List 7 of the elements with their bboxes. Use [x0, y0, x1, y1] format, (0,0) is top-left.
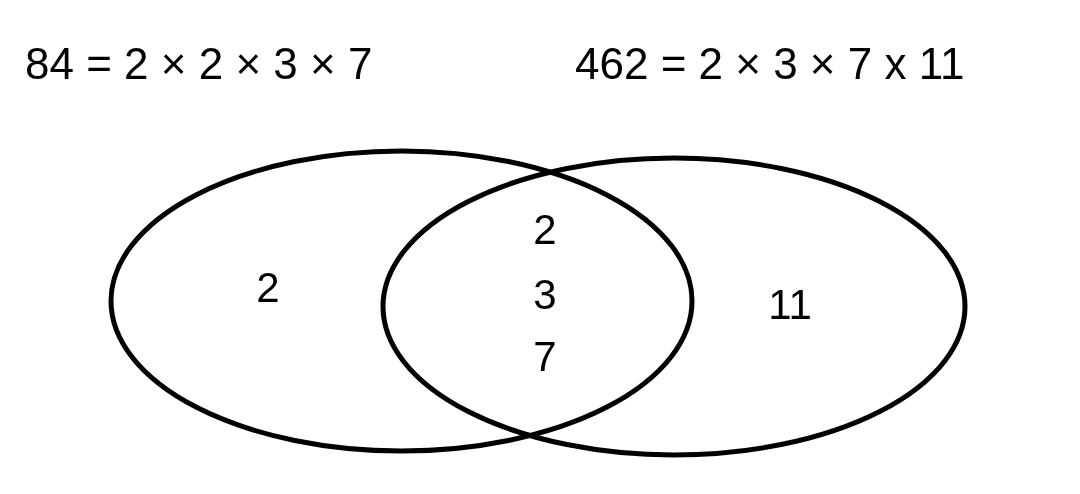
set-element-number: 2 — [256, 267, 280, 309]
set-element-number: 11 — [768, 284, 812, 326]
factorization-equation: 84 = 2 × 2 × 3 × 7 — [25, 42, 373, 86]
shared-factor-number: 3 — [533, 274, 557, 316]
shared-factor-number: 7 — [533, 336, 557, 378]
factorization-equation: 462 = 2 × 3 × 7 x 11 — [575, 42, 965, 86]
shared-factor-number: 2 — [533, 209, 557, 251]
